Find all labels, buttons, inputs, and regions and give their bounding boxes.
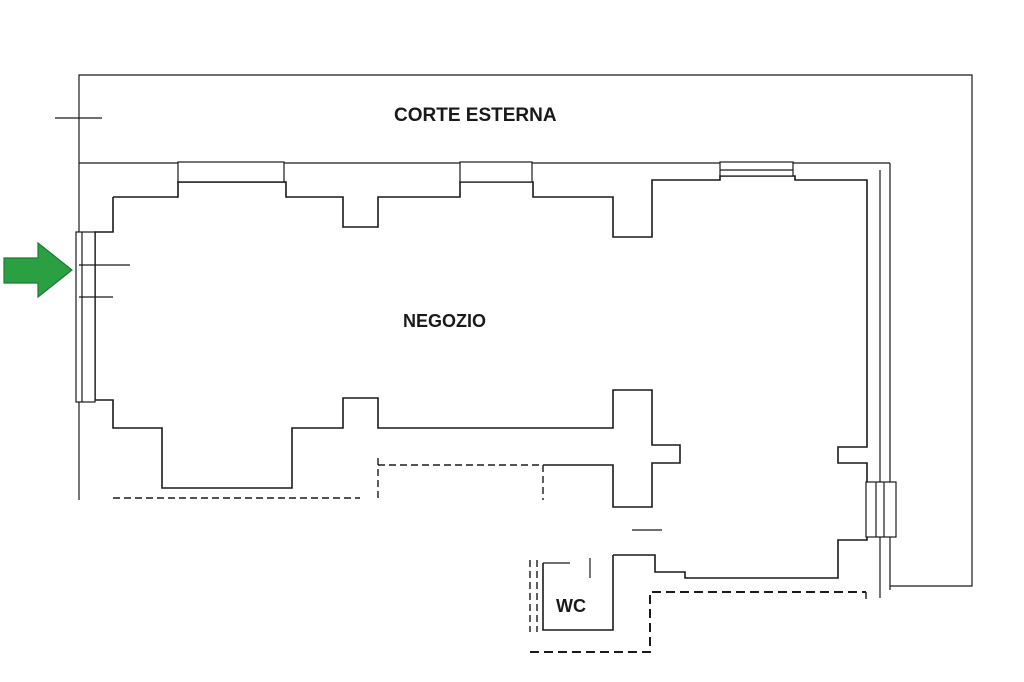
window-east [865,481,897,538]
shop-label: NEGOZIO [403,311,487,331]
entrance-door [75,231,96,403]
dashed-boundary-mid [378,464,544,500]
arrow-right-icon [3,241,73,299]
window-3 [719,161,794,177]
court-label: CORTE ESTERNA [394,105,557,126]
window-2 [459,161,533,183]
dashed-boundary-bottom [530,591,866,653]
wc-label: WC [556,596,586,616]
shop-outline [94,197,681,508]
window-1 [177,161,285,183]
shop-north-wall [113,175,868,579]
court-boundary [78,74,973,587]
wc-outline [542,555,614,631]
